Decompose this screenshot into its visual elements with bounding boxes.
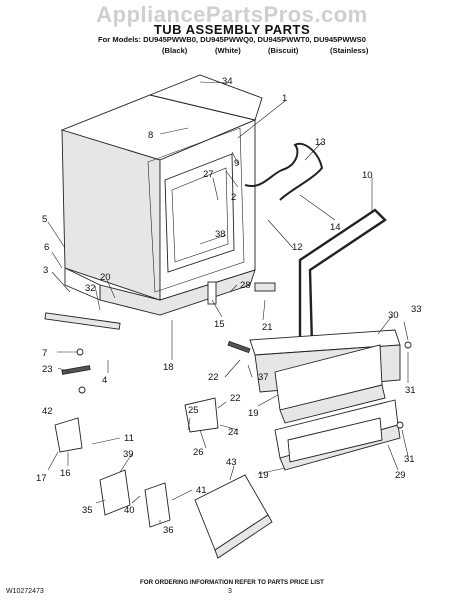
callout-31a: 31: [405, 385, 416, 396]
callout-20: 20: [100, 272, 111, 283]
bracket-component: [254, 282, 276, 292]
callout-21: 21: [262, 322, 273, 333]
callout-24: 24: [228, 427, 239, 438]
bottom-brackets: [99, 469, 171, 528]
bolt-component: [396, 421, 404, 429]
callout-36: 36: [163, 525, 174, 536]
color-biscuit: (Biscuit): [268, 46, 299, 55]
callout-10: 10: [362, 170, 373, 181]
page-number: 3: [228, 588, 232, 595]
callout-32: 32: [85, 283, 96, 294]
callout-42: 42: [42, 406, 53, 417]
callout-22b: 22: [230, 393, 241, 404]
callout-6: 6: [44, 242, 49, 253]
models-line: For Models: DU945PWWB0, DU945PWWQ0, DU94…: [98, 35, 366, 44]
callout-12: 12: [292, 242, 303, 253]
callout-4: 4: [102, 375, 107, 386]
callout-14: 14: [330, 222, 341, 233]
callout-38: 38: [215, 229, 226, 240]
callout-11: 11: [124, 433, 134, 444]
lower-panel-assembly: [249, 329, 401, 471]
door-hinges: [54, 397, 219, 453]
callout-13: 13: [315, 137, 326, 148]
color-stainless: (Stainless): [330, 46, 369, 55]
callout-15: 15: [214, 319, 225, 330]
callout-39: 39: [123, 449, 134, 460]
callout-19b: 19: [258, 470, 269, 481]
callout-8: 8: [148, 130, 153, 141]
drain-base: [194, 474, 273, 559]
callout-31b: 31: [404, 454, 415, 465]
callout-18: 18: [163, 362, 174, 373]
callout-41: 41: [196, 485, 207, 496]
callout-33: 33: [411, 304, 422, 315]
callout-labels: 34 1 8 13 9 27 10 2 14 38 12 5 6 3 20 28…: [36, 76, 422, 536]
callout-28: 28: [240, 280, 251, 291]
tub-base: [64, 267, 256, 316]
callout-5: 5: [42, 214, 47, 225]
leader-lines: [47, 81, 409, 523]
callout-43: 43: [226, 457, 237, 468]
callout-35: 35: [82, 505, 93, 516]
callout-30: 30: [388, 310, 399, 321]
fastener-component: [78, 386, 86, 394]
callout-1: 1: [282, 93, 287, 104]
callout-19a: 19: [248, 408, 259, 419]
callout-17: 17: [36, 473, 47, 484]
ordering-note: FOR ORDERING INFORMATION REFER TO PARTS …: [140, 579, 324, 586]
spring-component: [61, 365, 91, 375]
color-white: (White): [215, 46, 241, 55]
callout-23: 23: [42, 364, 53, 375]
inlet-hose: [244, 142, 324, 201]
callout-16: 16: [60, 468, 71, 479]
callout-29: 29: [395, 470, 406, 481]
callout-9: 9: [234, 158, 239, 169]
bolt-component: [404, 341, 412, 349]
callout-27: 27: [203, 169, 214, 180]
callout-25: 25: [188, 405, 199, 416]
callout-7: 7: [42, 348, 47, 359]
callout-34: 34: [222, 76, 233, 87]
color-black: (Black): [162, 46, 188, 55]
page-title: TUB ASSEMBLY PARTS: [153, 22, 311, 37]
callout-26: 26: [193, 447, 204, 458]
vent-component: [207, 281, 217, 305]
callout-2: 2: [231, 192, 236, 203]
tub-body: [60, 74, 263, 301]
rail-component: [44, 312, 121, 330]
document-number: W10272473: [6, 588, 44, 595]
door-gasket: [298, 208, 387, 355]
callout-3: 3: [43, 265, 48, 276]
callout-37: 37: [258, 372, 269, 383]
callout-40: 40: [124, 505, 135, 516]
callout-22a: 22: [208, 372, 219, 383]
cable-component: [227, 340, 251, 354]
watermark: AppliancePartsPros.com: [96, 2, 368, 27]
